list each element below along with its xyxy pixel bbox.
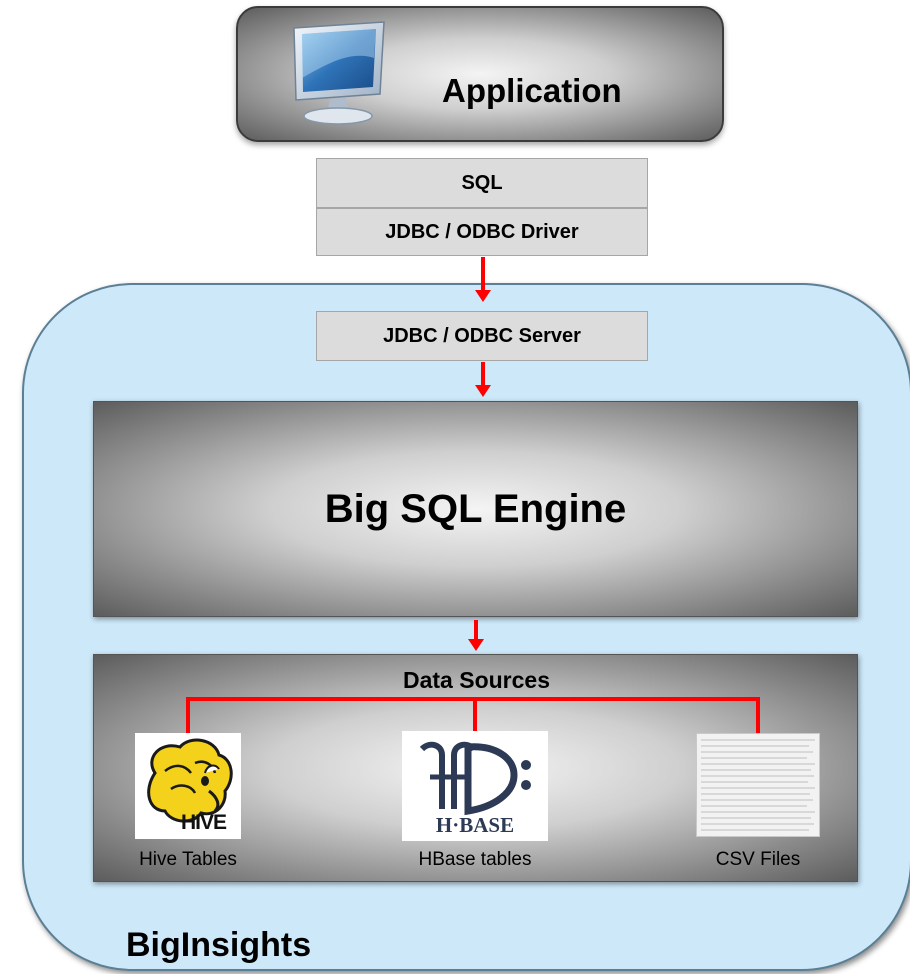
connector-hbase — [473, 697, 477, 733]
monitor-icon — [293, 21, 385, 125]
csv-files-label: CSV Files — [715, 849, 801, 870]
arrow-server-to-engine-line — [481, 362, 485, 386]
csv-file-icon — [696, 733, 820, 837]
hbase-logo-icon: H·BASE — [402, 731, 548, 841]
hbase-logo-text: H·BASE — [435, 813, 515, 837]
connector-hive — [186, 697, 190, 733]
arrow-server-to-engine-head — [475, 385, 491, 397]
hbase-tables-label: HBase tables — [418, 849, 532, 870]
data-sources-box: Data Sources HIVE Hive Tables H·BASE HBa… — [93, 654, 858, 882]
application-box: Application — [236, 6, 724, 142]
arrow-driver-to-server-line — [481, 257, 485, 291]
jdbc-odbc-driver-layer: JDBC / ODBC Driver — [316, 208, 648, 256]
hive-tables-label: Hive Tables — [139, 849, 237, 870]
hive-logo-text: HIVE — [181, 811, 227, 834]
biginsights-label: BigInsights — [126, 926, 312, 964]
hive-logo-icon: HIVE — [135, 733, 241, 839]
data-sources-title: Data Sources — [402, 667, 550, 693]
engine-label: Big SQL Engine — [324, 486, 627, 531]
arrow-driver-to-server-head — [475, 290, 491, 302]
jdbc-odbc-server-layer: JDBC / ODBC Server — [316, 311, 648, 361]
application-label: Application — [442, 72, 622, 109]
server-label: JDBC / ODBC Server — [383, 324, 581, 347]
sql-layer: SQL — [316, 158, 648, 208]
arrow-engine-to-sources-line — [474, 620, 478, 640]
sql-label: SQL — [461, 171, 503, 194]
driver-label: JDBC / ODBC Driver — [385, 220, 579, 243]
big-sql-engine-box: Big SQL Engine — [93, 401, 858, 617]
connector-csv — [756, 697, 760, 733]
arrow-engine-to-sources-head — [468, 639, 484, 651]
